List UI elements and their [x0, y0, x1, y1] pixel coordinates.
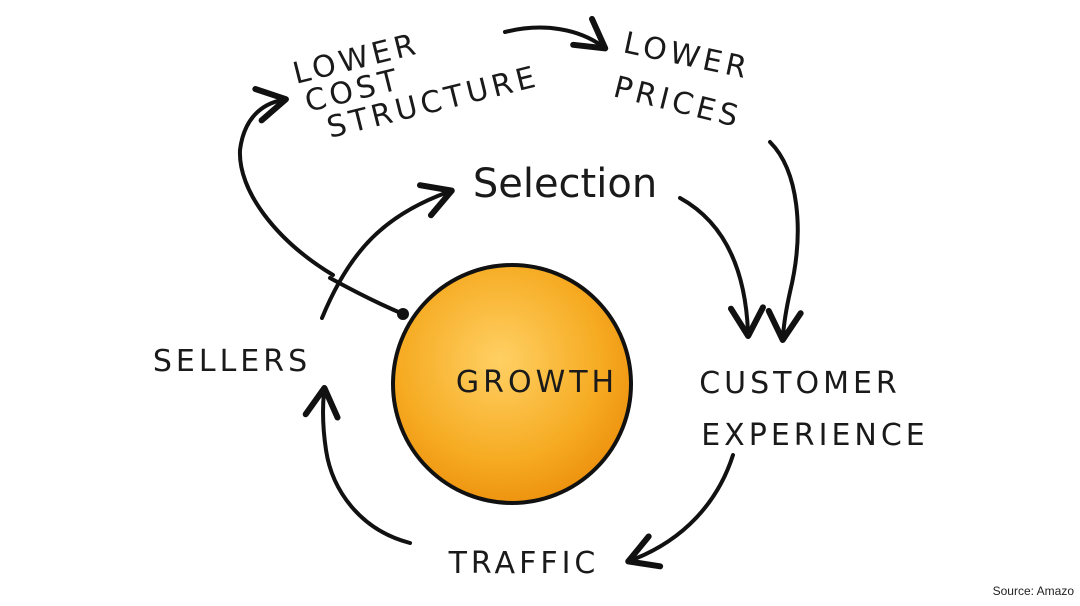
source-credit: Source: Amazo — [992, 584, 1074, 598]
selection-label: Selection — [473, 161, 657, 207]
arrow-to-lower-cost — [237, 86, 335, 277]
arrow-selection-to-customer-experience — [678, 196, 766, 339]
arrow-lower-cost-to-lower-prices — [503, 15, 609, 52]
customer-experience-label-line2: EXPERIENCE — [701, 418, 929, 453]
growth-label: GROWTH — [456, 365, 618, 400]
arrow-traffic-to-sellers — [302, 385, 412, 545]
growth-circle — [391, 263, 633, 505]
connector-dot — [397, 308, 409, 320]
arrow-lower-prices-to-customer-experience — [765, 140, 804, 343]
arrow-customer-experience-to-traffic — [625, 453, 735, 570]
sellers-label: SELLERS — [153, 344, 311, 379]
circle-connector — [328, 276, 405, 316]
customer-experience-label-line1: CUSTOMER — [699, 366, 901, 401]
arrow-sellers-to-selection — [320, 182, 455, 320]
traffic-label: TRAFFIC — [448, 546, 600, 581]
